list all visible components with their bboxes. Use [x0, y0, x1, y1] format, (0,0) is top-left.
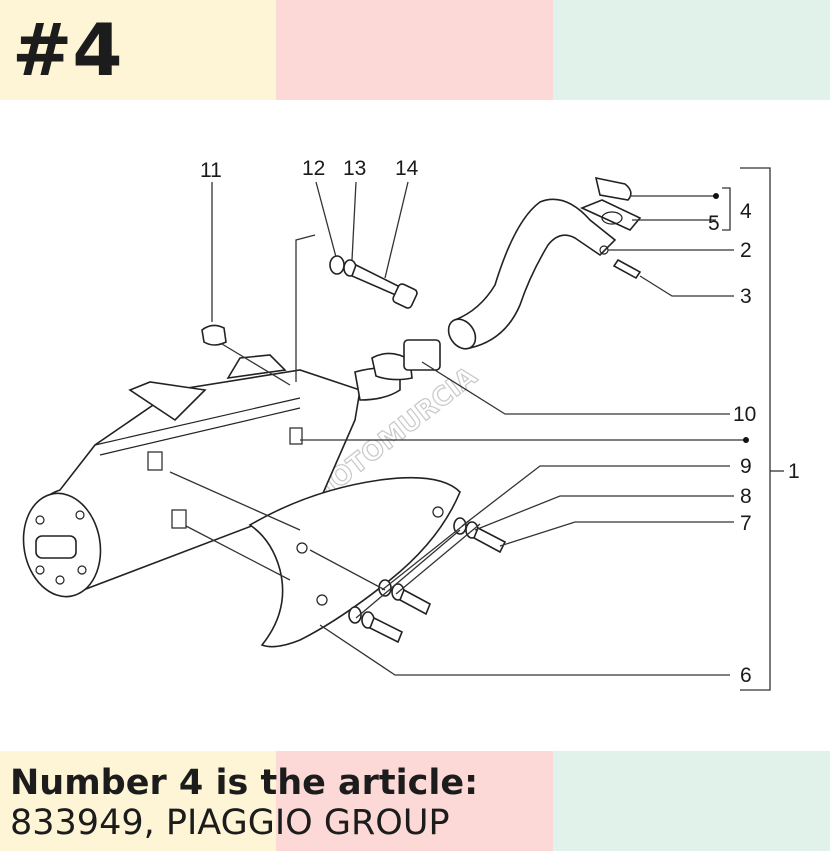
screw-set — [348, 517, 507, 644]
callout-1: 1 — [788, 460, 800, 483]
callout-13: 13 — [343, 157, 366, 180]
callout-2: 2 — [740, 239, 752, 262]
callout-12: 12 — [302, 157, 325, 180]
callout-10: 10 — [733, 403, 756, 426]
callout-7: 7 — [740, 512, 752, 535]
callout-11: 11 — [200, 159, 222, 182]
exhaust-pipe — [201, 176, 642, 371]
leader-lines — [169, 167, 784, 691]
heat-shield — [248, 476, 461, 648]
band-segment-green — [553, 0, 830, 100]
bolt-assembly — [329, 255, 418, 309]
callout-14: 14 — [395, 157, 419, 180]
callout-9: 9 — [740, 455, 752, 478]
callout-6: 6 — [740, 664, 752, 687]
reference-number: #4 — [12, 8, 123, 92]
callout-3: 3 — [740, 285, 752, 308]
marker-dot-row — [743, 437, 749, 443]
callout-5: 5 — [708, 212, 720, 235]
band-segment-pink — [276, 751, 553, 851]
marker-dot-4 — [713, 193, 719, 199]
band-segment-yellow — [0, 0, 276, 100]
exhaust-parts-diagram: MOTOMURCIA — [22, 157, 800, 691]
caption-title: Number 4 is the article: — [10, 763, 479, 803]
caption-color-band — [0, 751, 830, 851]
callout-labels: 11 12 13 14 4 5 2 3 10 9 8 7 6 1 — [200, 157, 800, 687]
callout-4: 4 — [740, 200, 752, 223]
header-color-band — [0, 0, 830, 100]
callout-8: 8 — [740, 485, 752, 508]
band-segment-green — [553, 751, 830, 851]
band-segment-yellow — [0, 751, 276, 851]
caption-article: 833949, PIAGGIO GROUP — [10, 803, 450, 843]
band-segment-pink — [276, 0, 553, 100]
